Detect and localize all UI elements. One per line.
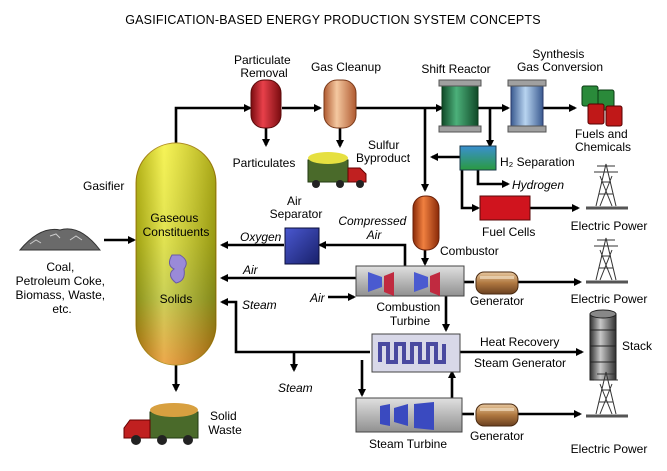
compressed-air-label: Compressed Air	[338, 214, 409, 242]
flow-lines	[104, 104, 584, 418]
air-label-2: Air	[309, 291, 326, 305]
synthesis-gas-conversion-vessel	[507, 79, 547, 133]
particulates-label: Particulates	[233, 156, 296, 170]
oxygen-label: Oxygen	[240, 230, 282, 244]
stack-icon	[589, 309, 617, 381]
transmission-tower-icon	[586, 237, 628, 284]
generator-1-icon	[475, 271, 519, 295]
air-label-1: Air	[242, 263, 259, 277]
solid-waste-label: Solid Waste	[208, 409, 242, 437]
air-separator-box	[284, 227, 320, 265]
hydrogen-label: Hydrogen	[512, 178, 564, 192]
steam-turbine-label: Steam Turbine	[369, 437, 447, 451]
particulate-removal-vessel	[250, 79, 282, 129]
electric-power-label-2: Electric Power	[571, 292, 648, 306]
steam-generator-label: Steam Generator	[474, 356, 566, 370]
generator-2-label: Generator	[470, 429, 524, 443]
h2-separation-box	[459, 145, 497, 171]
gas-cleanup-vessel	[323, 79, 357, 129]
electric-power-label-3: Electric Power	[571, 442, 648, 456]
combustion-turbine-box	[355, 265, 465, 297]
fuel-cells-label: Fuel Cells	[482, 225, 535, 239]
heat-recovery-label: Heat Recovery	[480, 335, 559, 349]
steam-label-1: Steam	[242, 298, 277, 312]
h2-separation-label: H₂ Separation	[500, 155, 575, 169]
steam-label-2: Steam	[278, 381, 313, 395]
fuels-chemicals-label: Fuels and Chemicals	[575, 127, 631, 154]
gasifier-vessel	[135, 142, 217, 366]
stack-label: Stack	[622, 339, 653, 353]
transmission-tower-icon	[586, 371, 628, 418]
generator-1-label: Generator	[470, 294, 524, 308]
truck-icon	[123, 403, 199, 445]
particulate-removal-label: Particulate Removal	[234, 53, 294, 80]
sulfur-byproduct-label: Sulfur Byproduct	[356, 138, 411, 165]
electric-power-label-1: Electric Power	[571, 219, 648, 233]
coal-pile-icon	[18, 228, 102, 251]
combustor-label: Combustor	[440, 244, 499, 258]
gasifier-label: Gasifier	[83, 179, 124, 193]
feedstock-label: Coal, Petroleum Coke, Biomass, Waste, et…	[16, 260, 109, 316]
transmission-tower-icon	[586, 163, 628, 210]
shift-reactor-vessel	[438, 79, 482, 133]
hrsg-box	[371, 333, 461, 373]
solids-label: Solids	[160, 292, 193, 306]
solids-crystal-icon	[168, 254, 187, 284]
sulfur-truck-icon	[307, 152, 367, 188]
combustion-turbine-label: Combustion Turbine	[376, 300, 443, 328]
synthesis-gas-conversion-label: Synthesis Gas Conversion	[517, 47, 603, 74]
fuel-cells-box	[479, 195, 531, 221]
combustor-vessel	[412, 195, 440, 251]
air-separator-label: Air Separator	[270, 194, 323, 221]
gaseous-constituents-label: Gaseous Constituents	[143, 211, 210, 239]
steam-turbine-box	[355, 397, 463, 433]
page-title: GASIFICATION-BASED ENERGY PRODUCTION SYS…	[125, 13, 541, 27]
shift-reactor-label: Shift Reactor	[421, 62, 490, 76]
fuel-barrel-icon	[581, 85, 623, 127]
gas-cleanup-label: Gas Cleanup	[311, 60, 381, 74]
generator-2-icon	[475, 403, 519, 427]
